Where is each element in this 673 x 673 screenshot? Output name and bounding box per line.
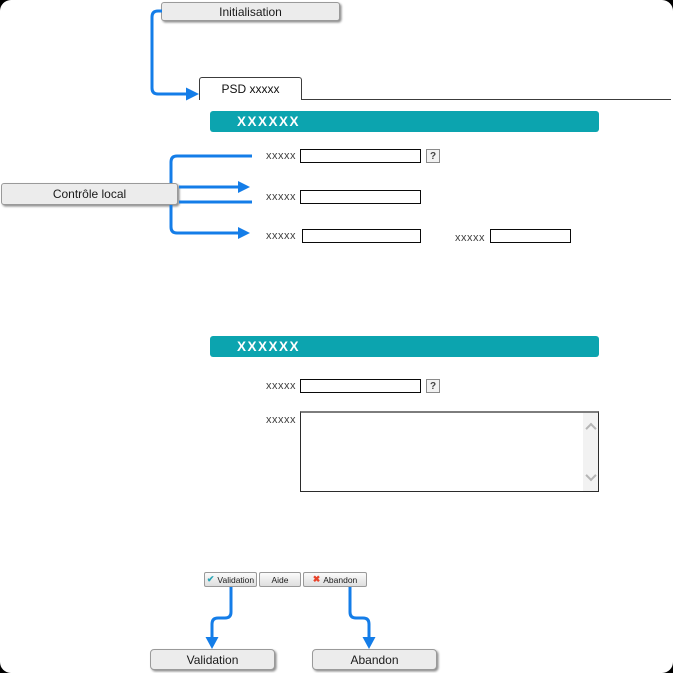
notes-textarea[interactable] <box>300 411 599 492</box>
aide-button[interactable]: Aide <box>259 572 301 587</box>
field-1-help-button[interactable]: ? <box>426 149 440 163</box>
flow-node-initialisation: Initialisation <box>161 2 340 21</box>
connector-abandon <box>348 587 371 637</box>
flow-node-abandon-label: Abandon <box>350 652 399 667</box>
chevron-down-icon <box>584 469 597 482</box>
section-header-2: XXXXXX <box>210 336 599 357</box>
connector-init-to-tab <box>150 9 186 96</box>
tab-psd[interactable]: PSD xxxxx <box>199 77 302 100</box>
flow-node-controle-local-label: Contrôle local <box>52 187 127 201</box>
flow-node-validation-label: Validation <box>186 652 239 667</box>
abandon-button-label: Abandon <box>323 574 358 585</box>
section-header-1: XXXXXX <box>210 111 599 132</box>
chevron-up-icon <box>584 422 597 435</box>
flow-node-validation: Validation <box>150 649 275 670</box>
arrowhead-tab <box>186 87 199 101</box>
flow-node-initialisation-label: Initialisation <box>219 4 282 19</box>
tab-psd-label: PSD xxxxx <box>221 82 280 96</box>
field-3-label: xxxxx <box>266 230 296 242</box>
scroll-up-button[interactable] <box>583 419 598 435</box>
field-4-input[interactable] <box>490 229 571 243</box>
field-4-label: xxxxx <box>455 232 485 244</box>
connector-validation <box>210 587 233 637</box>
textarea-label: xxxxx <box>266 414 296 426</box>
scrollbar-track[interactable] <box>583 413 598 491</box>
section-header-2-title: XXXXXX <box>237 339 301 354</box>
question-mark-icon: ? <box>429 380 437 392</box>
cross-icon: ✖ <box>312 574 321 584</box>
aide-button-label: Aide <box>271 574 289 585</box>
field-3-input[interactable] <box>302 229 421 243</box>
field-2-label: xxxxx <box>266 191 296 203</box>
field-2-input[interactable] <box>300 190 421 204</box>
arrowhead-validation <box>205 637 219 649</box>
field-5-help-button[interactable]: ? <box>426 379 440 393</box>
scroll-down-button[interactable] <box>583 469 598 485</box>
check-icon: ✔ <box>206 574 215 584</box>
field-5-label: xxxxx <box>266 380 296 392</box>
field-1-label: xxxxx <box>266 150 296 162</box>
form-panel: XXXXXX xxxxx ? xxxxx xxxxx xxxxx XXXXXX … <box>199 99 671 590</box>
arrowhead-abandon <box>362 637 376 649</box>
abandon-button[interactable]: ✖ Abandon <box>303 572 367 587</box>
section-header-1-title: XXXXXX <box>237 114 301 129</box>
question-mark-icon: ? <box>429 150 437 162</box>
flow-node-abandon: Abandon <box>312 649 437 670</box>
validation-button-label: Validation <box>217 574 255 585</box>
field-1-input[interactable] <box>300 149 421 163</box>
field-5-input[interactable] <box>300 379 421 393</box>
validation-button[interactable]: ✔ Validation <box>204 572 257 587</box>
flow-node-controle-local: Contrôle local <box>1 183 178 205</box>
